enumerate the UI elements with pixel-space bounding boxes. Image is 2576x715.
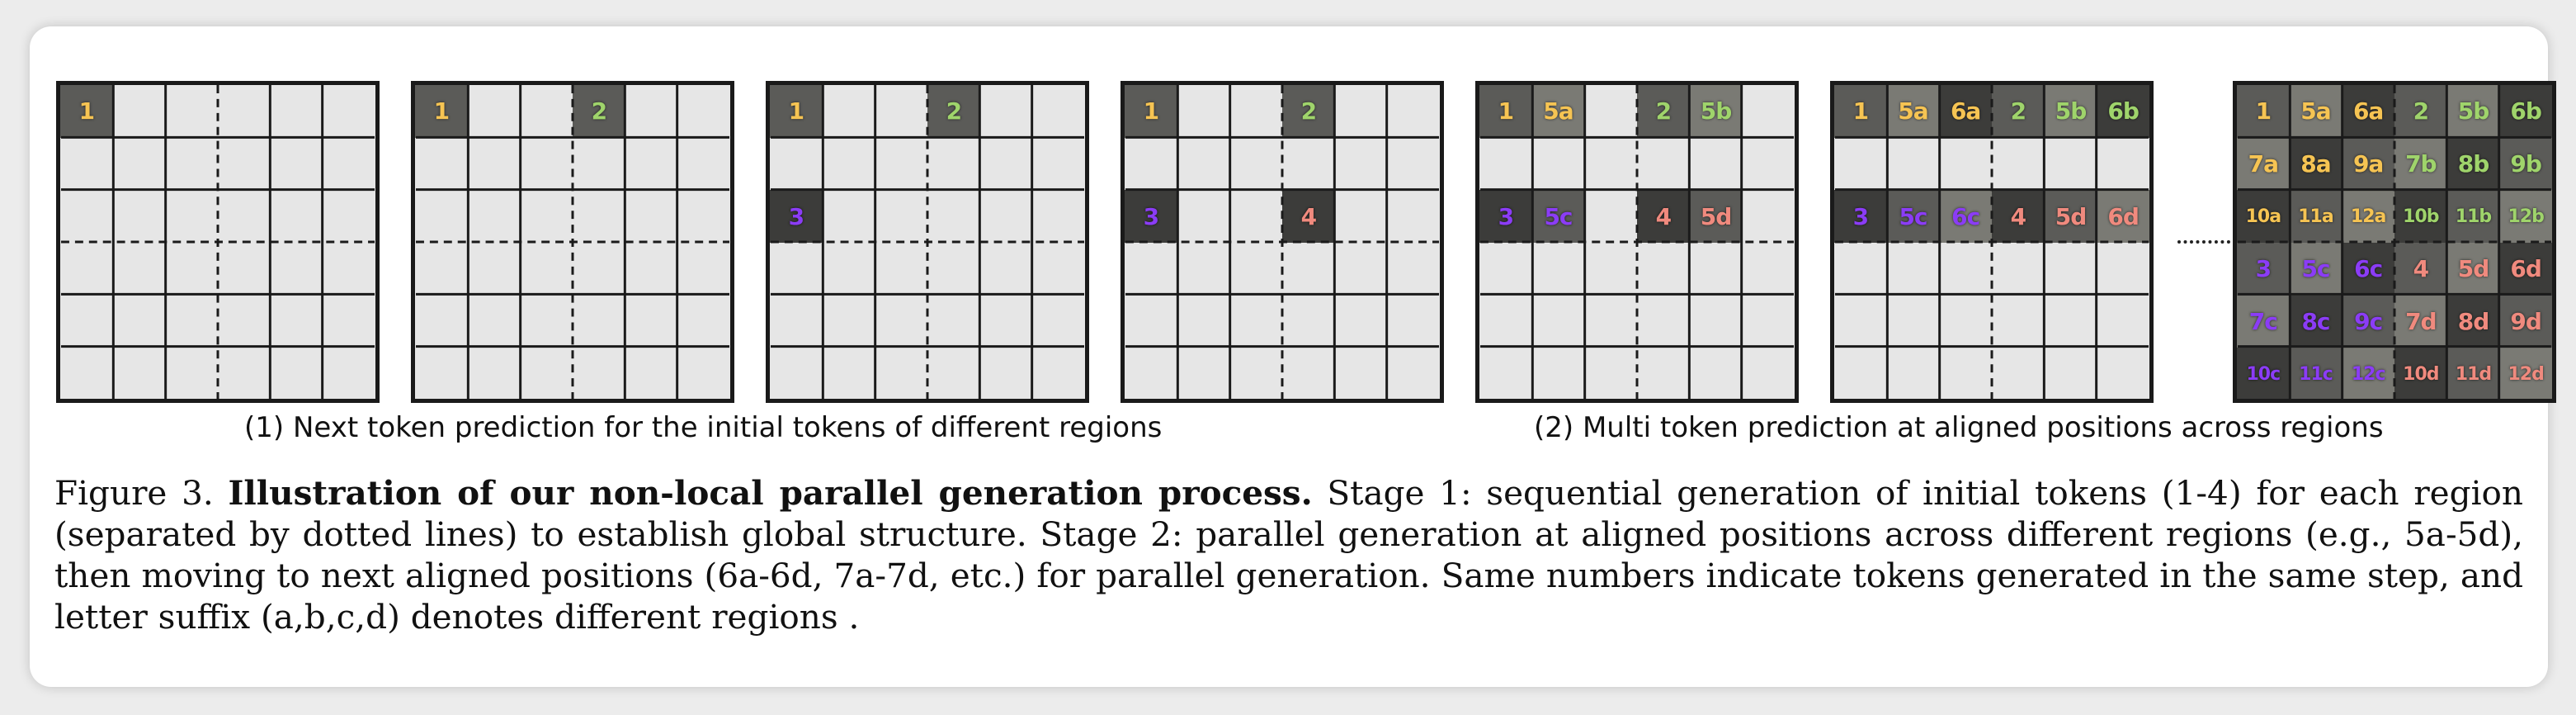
caption-label: Figure 3. — [54, 473, 214, 513]
token-cell: 7c — [2237, 295, 2290, 348]
token-cell: 7d — [2394, 295, 2447, 348]
token-cell: 3 — [1834, 190, 1887, 243]
grid-lines — [2238, 85, 2551, 399]
token-cell: 4 — [1992, 190, 2045, 243]
token-cell: 5c — [1886, 190, 1940, 243]
token-cell: 3 — [1125, 190, 1177, 243]
grid-lines — [771, 85, 1084, 399]
token-cell: 5b — [2446, 85, 2500, 138]
token-cell: 2 — [1637, 85, 1690, 138]
token-cell: 10d — [2394, 348, 2447, 399]
token-cell: 12d — [2499, 348, 2552, 399]
grid-lines — [1480, 85, 1794, 399]
token-cell: 1 — [2237, 85, 2290, 138]
token-cell: 5a — [2289, 85, 2342, 138]
token-cell: 8c — [2289, 295, 2342, 348]
token-cell: 1 — [415, 85, 468, 138]
token-cell: 2 — [2394, 85, 2447, 138]
token-cell: 6a — [2342, 85, 2394, 138]
token-cell: 7a — [2237, 137, 2290, 191]
grid-lines — [1835, 85, 2149, 399]
token-cell: 6b — [2097, 85, 2149, 138]
token-cell: 7b — [2394, 137, 2447, 191]
token-cell: 8d — [2446, 295, 2500, 348]
token-cell: 8b — [2446, 137, 2500, 191]
token-cell: 5d — [2446, 243, 2500, 296]
token-cell: 2 — [1992, 85, 2045, 138]
token-cell: 5d — [2044, 190, 2097, 243]
token-cell: 1 — [1125, 85, 1177, 138]
token-cell: 5d — [1689, 190, 1743, 243]
token-cell: 10c — [2237, 348, 2290, 399]
token-cell: 6d — [2499, 243, 2552, 296]
panel-4: 1 2 3 4 — [1121, 81, 1444, 403]
token-cell: 4 — [2394, 243, 2447, 296]
token-cell: 10b — [2394, 190, 2447, 243]
token-cell: 9b — [2499, 137, 2552, 191]
token-cell: 9d — [2499, 295, 2552, 348]
token-cell: 4 — [1637, 190, 1690, 243]
token-cell: 12a — [2342, 190, 2394, 243]
token-cell: 6c — [2342, 243, 2394, 296]
token-cell: 2 — [927, 85, 980, 138]
panel-3: 1 2 3 — [766, 81, 1089, 403]
panel-1: 1 — [56, 81, 380, 403]
grid-lines — [61, 85, 375, 399]
token-cell: 1 — [770, 85, 823, 138]
token-cell: 12c — [2342, 348, 2394, 399]
token-cell: 5b — [2044, 85, 2097, 138]
token-cell: 1 — [1834, 85, 1887, 138]
subcaption-stage-2: (2) Multi token prediction at aligned po… — [1534, 411, 2384, 444]
token-grid: 1 2 3 4 — [1125, 85, 1440, 399]
token-cell: 2 — [1282, 85, 1335, 138]
token-cell: 10a — [2237, 190, 2290, 243]
caption-title: Illustration of our non-local parallel g… — [228, 473, 1313, 513]
token-cell: 6d — [2097, 190, 2149, 243]
token-cell: 11d — [2446, 348, 2500, 399]
token-cell: 1 — [1479, 85, 1532, 138]
token-cell: 5a — [1886, 85, 1940, 138]
token-grid: 1 2 3 — [770, 85, 1085, 399]
grid-lines — [416, 85, 729, 399]
token-grid: 1 — [60, 85, 375, 399]
token-cell: 11c — [2289, 348, 2342, 399]
subcaption-stage-1: (1) Next token prediction for the initia… — [244, 411, 1163, 444]
caption-body: Stage 1: sequential generation of initia… — [54, 473, 2523, 637]
token-cell: 3 — [2237, 243, 2290, 296]
grid-lines — [1125, 85, 1439, 399]
figure-caption: Figure 3. Illustration of our non-local … — [54, 472, 2523, 637]
token-cell: 11b — [2446, 190, 2500, 243]
token-cell: 8a — [2289, 137, 2342, 191]
token-cell: 5c — [2289, 243, 2342, 296]
token-cell: 5b — [1689, 85, 1743, 138]
token-cell: 3 — [770, 190, 823, 243]
token-cell: 11a — [2289, 190, 2342, 243]
token-cell: 9a — [2342, 137, 2394, 191]
token-cell: 1 — [60, 85, 113, 138]
dotted-connector — [2177, 240, 2230, 244]
token-cell: 3 — [1479, 190, 1532, 243]
token-cell: 6a — [1939, 85, 1992, 138]
token-cell: 5a — [1531, 85, 1585, 138]
token-cell: 6b — [2499, 85, 2552, 138]
token-cell: 6c — [1939, 190, 1992, 243]
token-cell: 4 — [1282, 190, 1335, 243]
token-cell: 12b — [2499, 190, 2552, 243]
token-cell: 5c — [1531, 190, 1585, 243]
token-cell: 2 — [573, 85, 625, 138]
token-cell: 9c — [2342, 295, 2394, 348]
